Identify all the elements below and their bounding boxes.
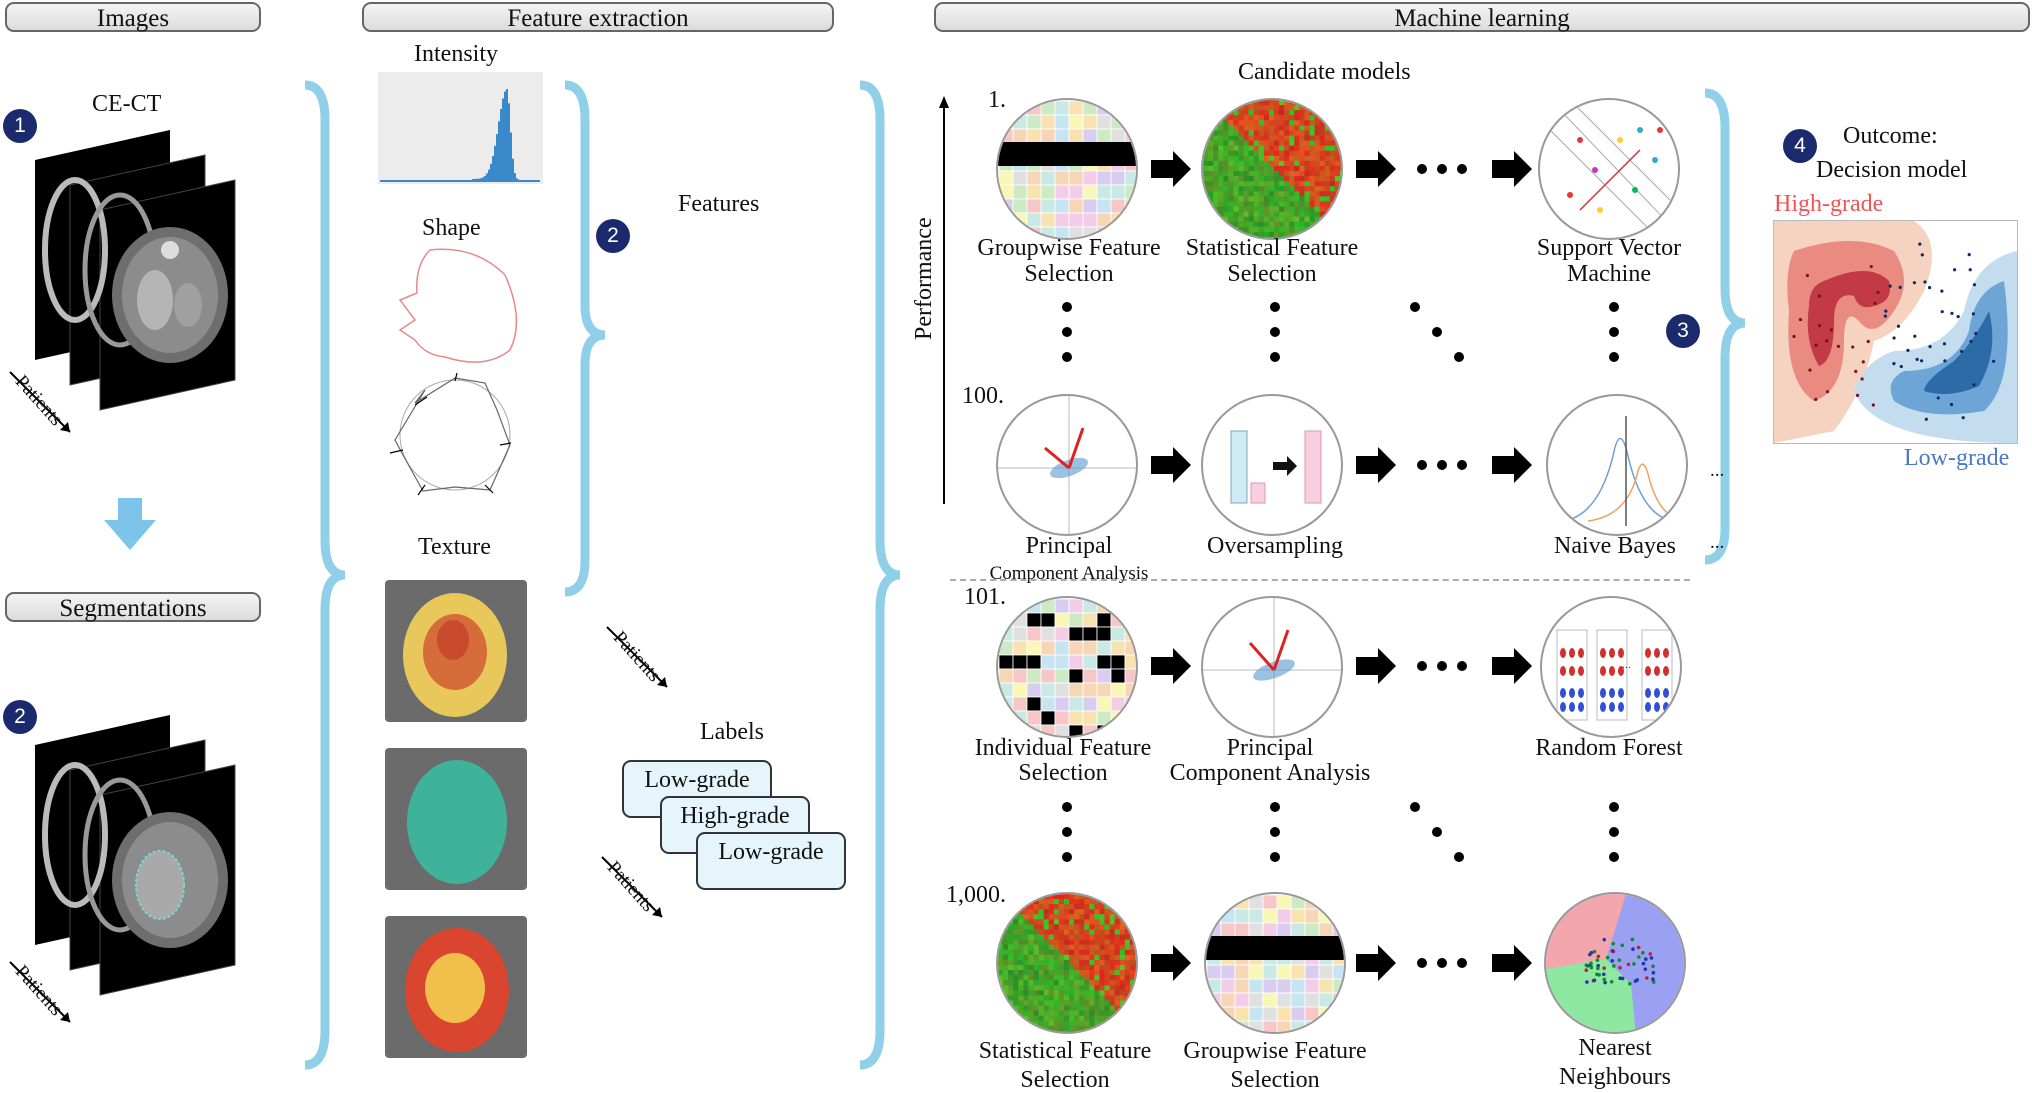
naive-bayes-icon — [1546, 394, 1688, 536]
row1-model1-label1: Groupwise Feature — [977, 235, 1161, 261]
brace-4 — [1704, 88, 1746, 565]
oversampling-icon — [1201, 394, 1343, 536]
down-arrow-icon — [104, 498, 156, 555]
row1-model1-label2: Selection — [1024, 261, 1114, 287]
nearest-neighbours-icon — [1544, 892, 1686, 1034]
outcome-title: Outcome: — [1843, 123, 1938, 149]
outcome-subtitle: Decision model — [1816, 157, 1968, 183]
feature-extraction-header: Feature extraction — [362, 2, 834, 32]
ellipsis-row2: ... — [1710, 460, 1725, 481]
groupwise-selection-icon-2 — [1204, 892, 1346, 1034]
row3-model2-label2: Component Analysis — [1169, 760, 1371, 786]
row2-model1-label2: Component Analysis — [989, 563, 1149, 584]
row3-model1-label2: Selection — [1018, 760, 1108, 786]
pca-icon-2 — [1201, 596, 1343, 738]
candidate-models-title: Candidate models — [1238, 59, 1411, 85]
row4-model3-label2: Neighbours — [1559, 1064, 1671, 1090]
texture-map-2 — [385, 748, 527, 890]
row4-model1-label1: Statistical Feature — [978, 1038, 1152, 1064]
brace-2 — [564, 80, 606, 597]
texture-label: Texture — [418, 534, 491, 560]
random-forest-icon: ... — [1540, 596, 1682, 738]
intensity-histogram — [378, 72, 543, 184]
segmentations-header: Segmentations — [5, 592, 261, 622]
intensity-label: Intensity — [414, 41, 498, 67]
step-4-badge: 4 — [1783, 129, 1817, 163]
row-index-101: 101. — [964, 584, 1006, 610]
row2-model1-label1: Principal — [1025, 533, 1113, 559]
patients-arrow — [8, 370, 78, 440]
row-index-1000: 1,000. — [946, 882, 1006, 908]
labels-patients-arrow — [600, 855, 670, 930]
high-grade-label: High-grade — [1774, 191, 1884, 217]
features-patients-arrow — [605, 625, 675, 700]
pca-icon — [996, 394, 1138, 536]
ct-label: CE-CT — [92, 91, 162, 117]
svm-icon — [1538, 98, 1680, 240]
patients-arrow-2 — [8, 960, 78, 1030]
label-box-3: Low-grade — [696, 832, 846, 890]
texture-map-1 — [385, 580, 527, 722]
row4-model2-label2: Selection — [1230, 1067, 1320, 1093]
row-index-100: 100. — [962, 383, 1004, 409]
row2-model2-label1: Oversampling — [1207, 533, 1343, 559]
separator-line — [950, 579, 1690, 581]
shape-label: Shape — [422, 215, 481, 241]
machine-learning-header: Machine learning — [934, 2, 2030, 32]
row3-model2-label1: Principal — [1226, 735, 1314, 761]
brace-3 — [859, 80, 901, 1070]
ct-image-stack — [30, 130, 240, 430]
brace-1 — [304, 80, 346, 1070]
step-1-badge: 1 — [3, 109, 37, 143]
texture-map-3 — [385, 916, 527, 1058]
row2-model3-label1: Naive Bayes — [1554, 533, 1676, 559]
row4-model2-label1: Groupwise Feature — [1183, 1038, 1367, 1064]
decision-model-plot — [1773, 220, 2018, 444]
row1-model2-label2: Selection — [1227, 261, 1317, 287]
row1-model3-label2: Machine — [1567, 261, 1651, 287]
images-header: Images — [5, 2, 261, 32]
low-grade-label: Low-grade — [1904, 445, 2010, 471]
segmentation-image-stack — [30, 715, 240, 1015]
step-2-badge: 2 — [3, 700, 37, 734]
row3-model3-label1: Random Forest — [1535, 735, 1683, 761]
performance-axis — [937, 96, 951, 511]
labels-title: Labels — [700, 719, 764, 745]
row4-model3-label1: Nearest — [1578, 1035, 1652, 1061]
ellipsis-row2b: ... — [1710, 532, 1725, 553]
row1-model2-label1: Statistical Feature — [1185, 235, 1359, 261]
row3-model1-label1: Individual Feature — [974, 735, 1152, 761]
row-index-1: 1. — [988, 87, 1006, 113]
row4-model1-label2: Selection — [1020, 1067, 1110, 1093]
svg-text:...: ... — [1622, 657, 1631, 671]
shape-diagram — [385, 245, 530, 505]
step-3-badge: 3 — [1666, 314, 1700, 348]
features-step-badge: 2 — [596, 219, 630, 253]
row1-model3-label1: Support Vector — [1536, 235, 1682, 261]
features-label: Features — [678, 191, 760, 217]
